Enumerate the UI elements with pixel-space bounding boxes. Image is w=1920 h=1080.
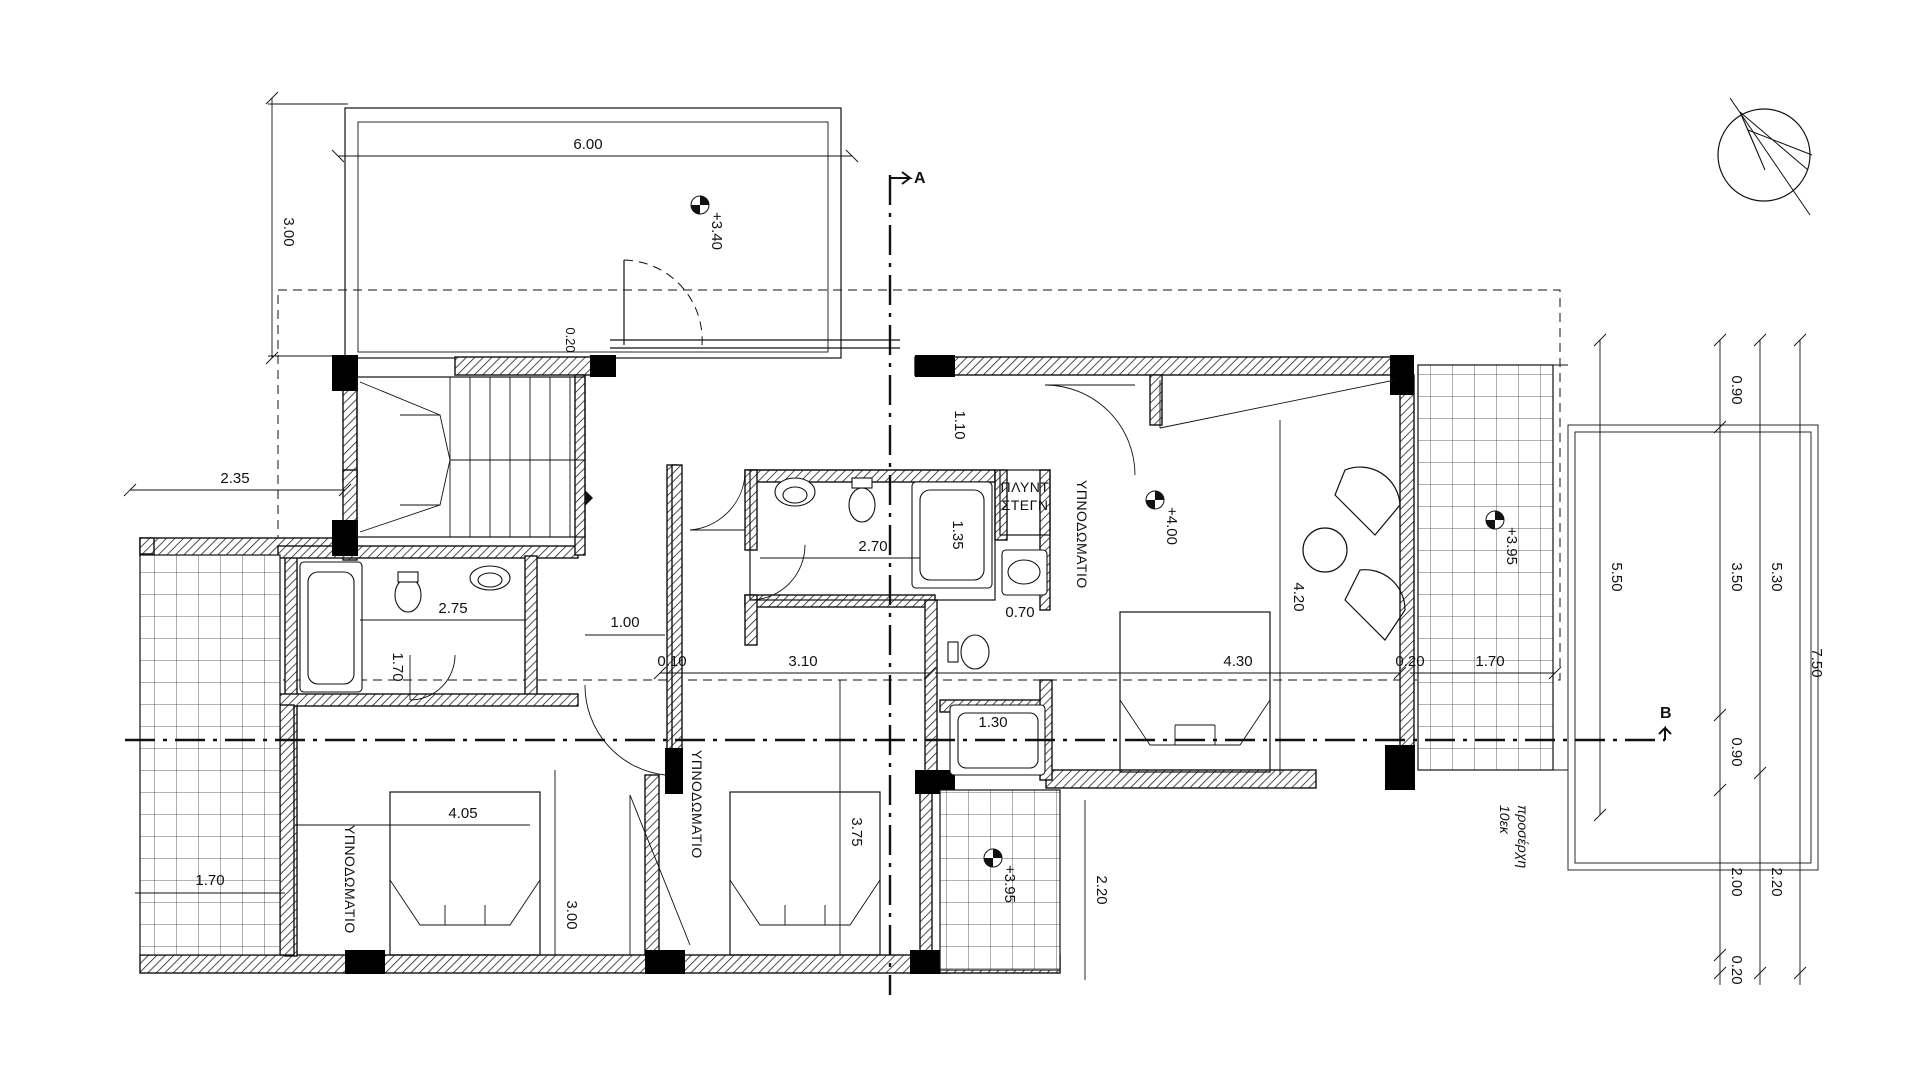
- balcony-right: [1417, 364, 1554, 771]
- balcony-left: [139, 554, 281, 956]
- dim-lower-balcony: 2.20: [1093, 875, 1110, 904]
- bathroom-middle: [689, 469, 996, 601]
- level-label-2: +4.00: [1163, 507, 1180, 545]
- staircase: [356, 376, 593, 538]
- room-label-left: ΥΠΝΟΔΩΜΑΤΙΟ: [342, 825, 358, 934]
- level-label-3: +3.95: [1503, 527, 1520, 565]
- dim-r1-end: 0.20: [1728, 955, 1745, 984]
- level-marker-1: +3.40: [690, 195, 725, 250]
- roof-outline: [277, 289, 1561, 681]
- section-marker-a: A: [914, 170, 926, 187]
- bedroom-middle: [584, 684, 881, 956]
- dim-r1-top: 0.90: [1728, 375, 1745, 404]
- dim-closet2: 1.30: [978, 714, 1007, 731]
- dim-right-total: 5.50: [1608, 562, 1625, 591]
- dim-bed2-depth: 3.75: [848, 817, 865, 846]
- dim-terrace-depth: 3.00: [280, 217, 297, 246]
- dim-closet: 0.70: [1005, 604, 1034, 621]
- walls: [139, 356, 1415, 974]
- level-label-1: +3.40: [708, 212, 725, 250]
- dim-bath-depth: 1.70: [389, 652, 406, 681]
- dim-r2-bot: 2.20: [1768, 867, 1785, 896]
- dim-corridor-a: 0.10: [657, 653, 686, 670]
- dim-bath2-width: 2.70: [858, 538, 887, 555]
- dim-bath2-depth: 1.35: [949, 520, 966, 549]
- level-marker-3: +3.95: [1485, 510, 1520, 565]
- room-label-middle: ΥΠΝΟΔΩΜΑΤΙΟ: [689, 750, 705, 859]
- room-label-master: ΥΠΝΟΔΩΜΑΤΙΟ: [1074, 480, 1090, 589]
- dim-r1-mid: 3.50: [1728, 562, 1745, 591]
- dim-top-gap: 1.10: [951, 410, 968, 439]
- section-marker-b: B: [1660, 705, 1672, 722]
- balcony-lower: [939, 789, 1061, 971]
- dim-terrace-width: 6.00: [573, 136, 602, 153]
- bedroom-left: [389, 791, 541, 956]
- bathroom-left: [299, 561, 511, 701]
- laundry-label-1: ΠΛΥΝΤ: [1001, 479, 1050, 495]
- addition-note-2: 10εκ: [1497, 805, 1513, 835]
- addition-note-1: προσέρχη: [1515, 805, 1531, 868]
- dim-r1-low: 0.90: [1728, 737, 1745, 766]
- dim-master-gap: 0.20: [1395, 653, 1424, 670]
- addition-outline: [1567, 424, 1819, 871]
- level-marker-2: +4.00: [1145, 490, 1180, 545]
- dim-bed1-width: 4.05: [448, 805, 477, 822]
- top-terrace: [265, 91, 900, 365]
- dim-hall-width: 1.00: [610, 614, 639, 631]
- dim-r3-total: 7.50: [1808, 648, 1825, 677]
- dim-right-balcony: 1.70: [1475, 653, 1504, 670]
- north-arrow-icon: [1717, 97, 1813, 216]
- dim-master-depth: 4.20: [1290, 582, 1307, 611]
- columns: [332, 355, 1415, 974]
- dimension-lines: [123, 333, 1807, 985]
- dimension-labels: 6.00 3.00 0.20 2.35 1.70 2.75 1.70 1.00 …: [195, 136, 1825, 985]
- dim-r2-top: 5.30: [1768, 562, 1785, 591]
- master-bedroom: [1044, 379, 1406, 773]
- dim-bath-width: 2.75: [438, 600, 467, 617]
- dim-bed1-depth: 3.00: [563, 900, 580, 929]
- dim-left-balcony: 1.70: [195, 872, 224, 889]
- dim-master-width: 4.30: [1223, 653, 1252, 670]
- dim-left-offset: 2.35: [220, 470, 249, 487]
- laundry-label-2: ΣΤΕΓΝ: [1002, 497, 1049, 513]
- level-label-4: +3.95: [1001, 865, 1018, 903]
- level-marker-4: +3.95: [983, 848, 1018, 903]
- dim-corridor-length: 3.10: [788, 653, 817, 670]
- dim-wall-gap: 0.20: [563, 327, 578, 352]
- dim-r1-bot: 2.00: [1728, 867, 1745, 896]
